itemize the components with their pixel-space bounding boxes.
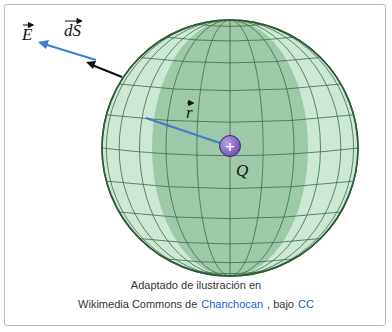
charge-sign: + <box>225 140 236 153</box>
field-vector-label: E <box>22 26 32 43</box>
credit-line: Wikimedia Commons de Chanchocan , bajo CC <box>0 298 392 311</box>
charge-label: Q <box>236 162 248 179</box>
credit-text: Adaptado de ilustración en <box>131 279 261 292</box>
credit-link: CC <box>298 298 314 311</box>
area-vector-label: dS <box>64 22 81 39</box>
radius-vector-label: r <box>186 104 193 121</box>
credit-line: Adaptado de ilustración en <box>0 279 392 292</box>
credit-text: Wikimedia Commons de <box>78 298 197 311</box>
credit-text: , bajo <box>267 298 294 311</box>
point-charge: + <box>219 135 241 157</box>
credit-link: Chanchocan <box>201 298 263 311</box>
